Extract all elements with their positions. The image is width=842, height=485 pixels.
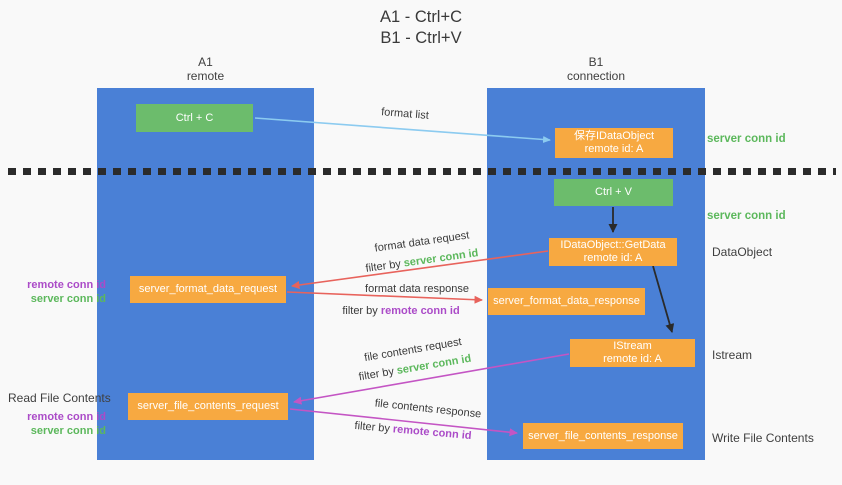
node-ctrl-v: Ctrl + V	[554, 179, 673, 206]
server-conn-id-label: server conn id	[30, 425, 106, 437]
node-istream: IStream remote id: A	[570, 339, 695, 367]
column-b1-title: B1	[588, 55, 604, 69]
column-header-a1: A1 remote	[97, 55, 314, 83]
node-server-file-contents-response-label: server_file_contents_response	[528, 429, 678, 442]
side-label-istream: Istream	[712, 348, 753, 362]
filter-key-remote-conn-id: remote conn id	[392, 423, 472, 443]
node-save-idataobject: 保存IDataObject remote id: A	[555, 128, 673, 158]
side-label-server-conn-id-top: server conn id	[707, 133, 786, 145]
node-idataobject-getdata-line1: IDataObject::GetData	[560, 239, 666, 251]
side-label-dataobject: DataObject	[712, 245, 773, 259]
node-ctrl-v-label: Ctrl + V	[595, 186, 632, 198]
filter-prefix: filter by	[364, 257, 405, 275]
remote-conn-id-label: remote conn id	[27, 411, 106, 423]
server-conn-id-label: server conn id	[30, 293, 106, 305]
node-idataobject-getdata-line2: remote id: A	[583, 252, 643, 264]
node-server-file-contents-response: server_file_contents_response	[523, 423, 683, 449]
filter-key-server-conn-id: server conn id	[402, 247, 480, 270]
edge-label-format-data-response: format data response	[365, 283, 469, 295]
edge-label-format-list: format list	[380, 106, 430, 122]
edge-label-file-contents-response: file contents response	[374, 397, 482, 421]
filter-prefix: filter by	[354, 419, 394, 436]
side-label-write-file-contents: Write File Contents	[712, 431, 814, 445]
filter-prefix: filter by	[342, 305, 381, 317]
node-istream-line2: remote id: A	[603, 353, 662, 365]
column-a1-subtitle: remote	[186, 69, 225, 83]
node-idataobject-getdata: IDataObject::GetData remote id: A	[549, 238, 677, 266]
conn-id-pair-file: remote conn id server conn id	[8, 410, 106, 438]
node-server-format-data-request: server_format_data_request	[130, 276, 286, 303]
node-save-idataobject-line2: remote id: A	[584, 143, 644, 155]
side-label-server-conn-id-mid: server conn id	[707, 210, 786, 222]
node-server-file-contents-request: server_file_contents_request	[128, 393, 288, 420]
filter-prefix: filter by	[357, 365, 398, 384]
node-ctrl-c: Ctrl + C	[136, 104, 253, 132]
filter-key-remote-conn-id: remote conn id	[380, 305, 460, 317]
column-a1-title: A1	[198, 55, 213, 69]
node-save-idataobject-line1: 保存IDataObject	[573, 130, 655, 142]
edge-label-file-response-filter: filter by remote conn id	[352, 420, 475, 443]
node-server-format-data-response: server_format_data_response	[488, 288, 645, 315]
diagram-title: A1 - Ctrl+C B1 - Ctrl+V	[0, 7, 842, 49]
node-istream-line1: IStream	[613, 340, 652, 352]
remote-conn-id-label: remote conn id	[27, 279, 106, 291]
column-header-b1: B1 connection	[487, 55, 705, 83]
copy-paste-divider-dashed-line	[8, 168, 836, 175]
conn-id-pair-format: remote conn id server conn id	[8, 278, 106, 306]
side-label-read-file-contents: Read File Contents	[8, 391, 111, 405]
node-server-file-contents-request-label: server_file_contents_request	[137, 400, 279, 412]
node-server-format-data-response-label: server_format_data_response	[493, 295, 640, 307]
edge-label-format-response-filter: filter by remote conn id	[340, 305, 462, 317]
column-b1-subtitle: connection	[566, 69, 626, 83]
title-line-1: A1 - Ctrl+C	[379, 8, 463, 26]
title-line-2: B1 - Ctrl+V	[380, 29, 462, 47]
node-ctrl-c-label: Ctrl + C	[175, 111, 214, 124]
node-server-format-data-request-label: server_format_data_request	[138, 283, 278, 295]
